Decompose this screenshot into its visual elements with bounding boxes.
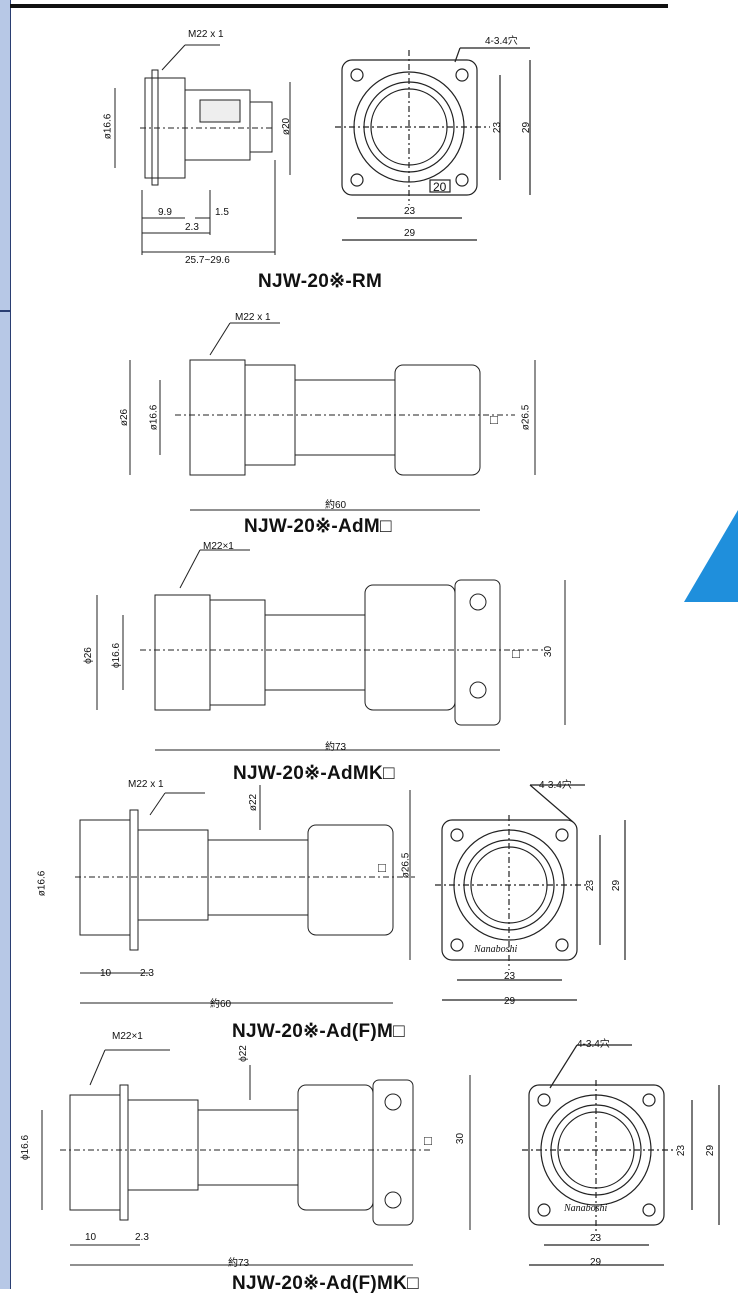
adfmk-front-w-outer: 29 [590,1257,602,1268]
left-margin-band [0,0,10,1289]
caption-admk: NJW-20※-AdMK□ [233,763,395,784]
adfmk-front-w-inner: 23 [590,1233,602,1244]
admk-dia-a: ϕ26 [82,647,94,664]
rm-front-w-outer: 29 [404,228,416,239]
adfm-dia-a: ø16.6 [36,870,48,897]
admk-length: 約73 [325,742,347,753]
figure-adfm-side-view [75,785,415,1004]
figure-adfmk-side-view [41,1049,471,1266]
admk-height: 30 [543,645,555,658]
adfm-dia-top: ø22 [248,793,260,812]
rm-front-outer: 29 [521,121,533,134]
top-rule [10,4,668,8]
admk-square: □ [512,646,520,661]
adfm-front-w-inner: 23 [504,971,516,982]
rm-thread-label: M22 x 1 [188,29,224,40]
adfm-dia-b: ø26.5 [400,852,412,879]
admk-thread-label: M22×1 [203,541,234,552]
adfmk-length: 約73 [228,1258,250,1269]
left-margin-line [10,0,11,1289]
rm-front-w-inner: 23 [404,206,416,217]
rm-dim-2: 1.5 [215,207,229,218]
adfmk-dim-2: 2.3 [135,1232,149,1243]
figure-adfm-front-view [435,784,626,1001]
rm-holes-label: 4-3.4穴 [485,36,518,47]
admk-dia-b: ϕ16.6 [111,642,123,669]
figure-adm-side-view [129,322,536,511]
caption-adfm: NJW-20※-Ad(F)M□ [232,1021,405,1042]
rm-dia-a: ø16.6 [102,113,114,140]
figure-rm-front-view [335,47,531,241]
adfmk-dia-a: ϕ16.6 [20,1134,32,1161]
section-tab-triangle [684,510,738,602]
figure-admk-side-view [96,549,566,751]
rm-dia-b: ø20 [281,117,293,136]
adfm-thread-label: M22 x 1 [128,779,164,790]
figure-adfmk-front-view [522,1044,720,1266]
adfmk-thread-label: M22×1 [112,1031,143,1042]
rm-dim-1: 9.9 [158,207,172,218]
adfm-dim-2: 2.3 [140,968,154,979]
adfmk-dia-top: ϕ22 [237,1045,249,1062]
adfm-front-outer: 29 [611,879,623,892]
adfm-square: □ [378,860,386,875]
adfm-length: 約60 [210,999,232,1010]
adfmk-holes-label: 4-3.4穴 [577,1039,610,1050]
rm-front-inner: 23 [492,121,504,134]
adm-length: 約60 [325,500,347,511]
figure-rm-side-view [114,44,291,255]
adfmk-brand-logo: Nanaboshi [564,1203,608,1214]
adfmk-square: □ [424,1133,432,1148]
adm-thread-label: M22 x 1 [235,312,271,323]
adfmk-front-outer: 29 [705,1144,717,1157]
adm-dia-b: ø16.6 [148,404,160,431]
adm-square: □ [490,412,498,427]
rm-marking: 20 [433,180,447,194]
adfm-front-inner: 23 [585,879,597,892]
adfmk-front-inner: 23 [676,1144,688,1157]
caption-adfmk: NJW-20※-Ad(F)MK□ [232,1273,419,1294]
adfmk-dim-1: 10 [85,1232,97,1243]
band-divider [0,310,10,312]
adm-dia-a: ø26 [119,408,131,427]
rm-dim-4: 25.7~29.6 [185,255,230,266]
adfm-holes-label: 4-3.4穴 [539,780,572,791]
adfm-front-w-outer: 29 [504,996,516,1007]
rm-dim-3: 2.3 [185,222,199,233]
adfm-dim-1: 10 [100,968,112,979]
caption-rm: NJW-20※-RM [258,271,383,292]
adfmk-height: 30 [455,1132,467,1145]
adm-dia-c: ø26.5 [520,404,532,431]
adfm-brand-logo: Nanaboshi [474,944,518,955]
caption-adm: NJW-20※-AdM□ [244,516,392,537]
